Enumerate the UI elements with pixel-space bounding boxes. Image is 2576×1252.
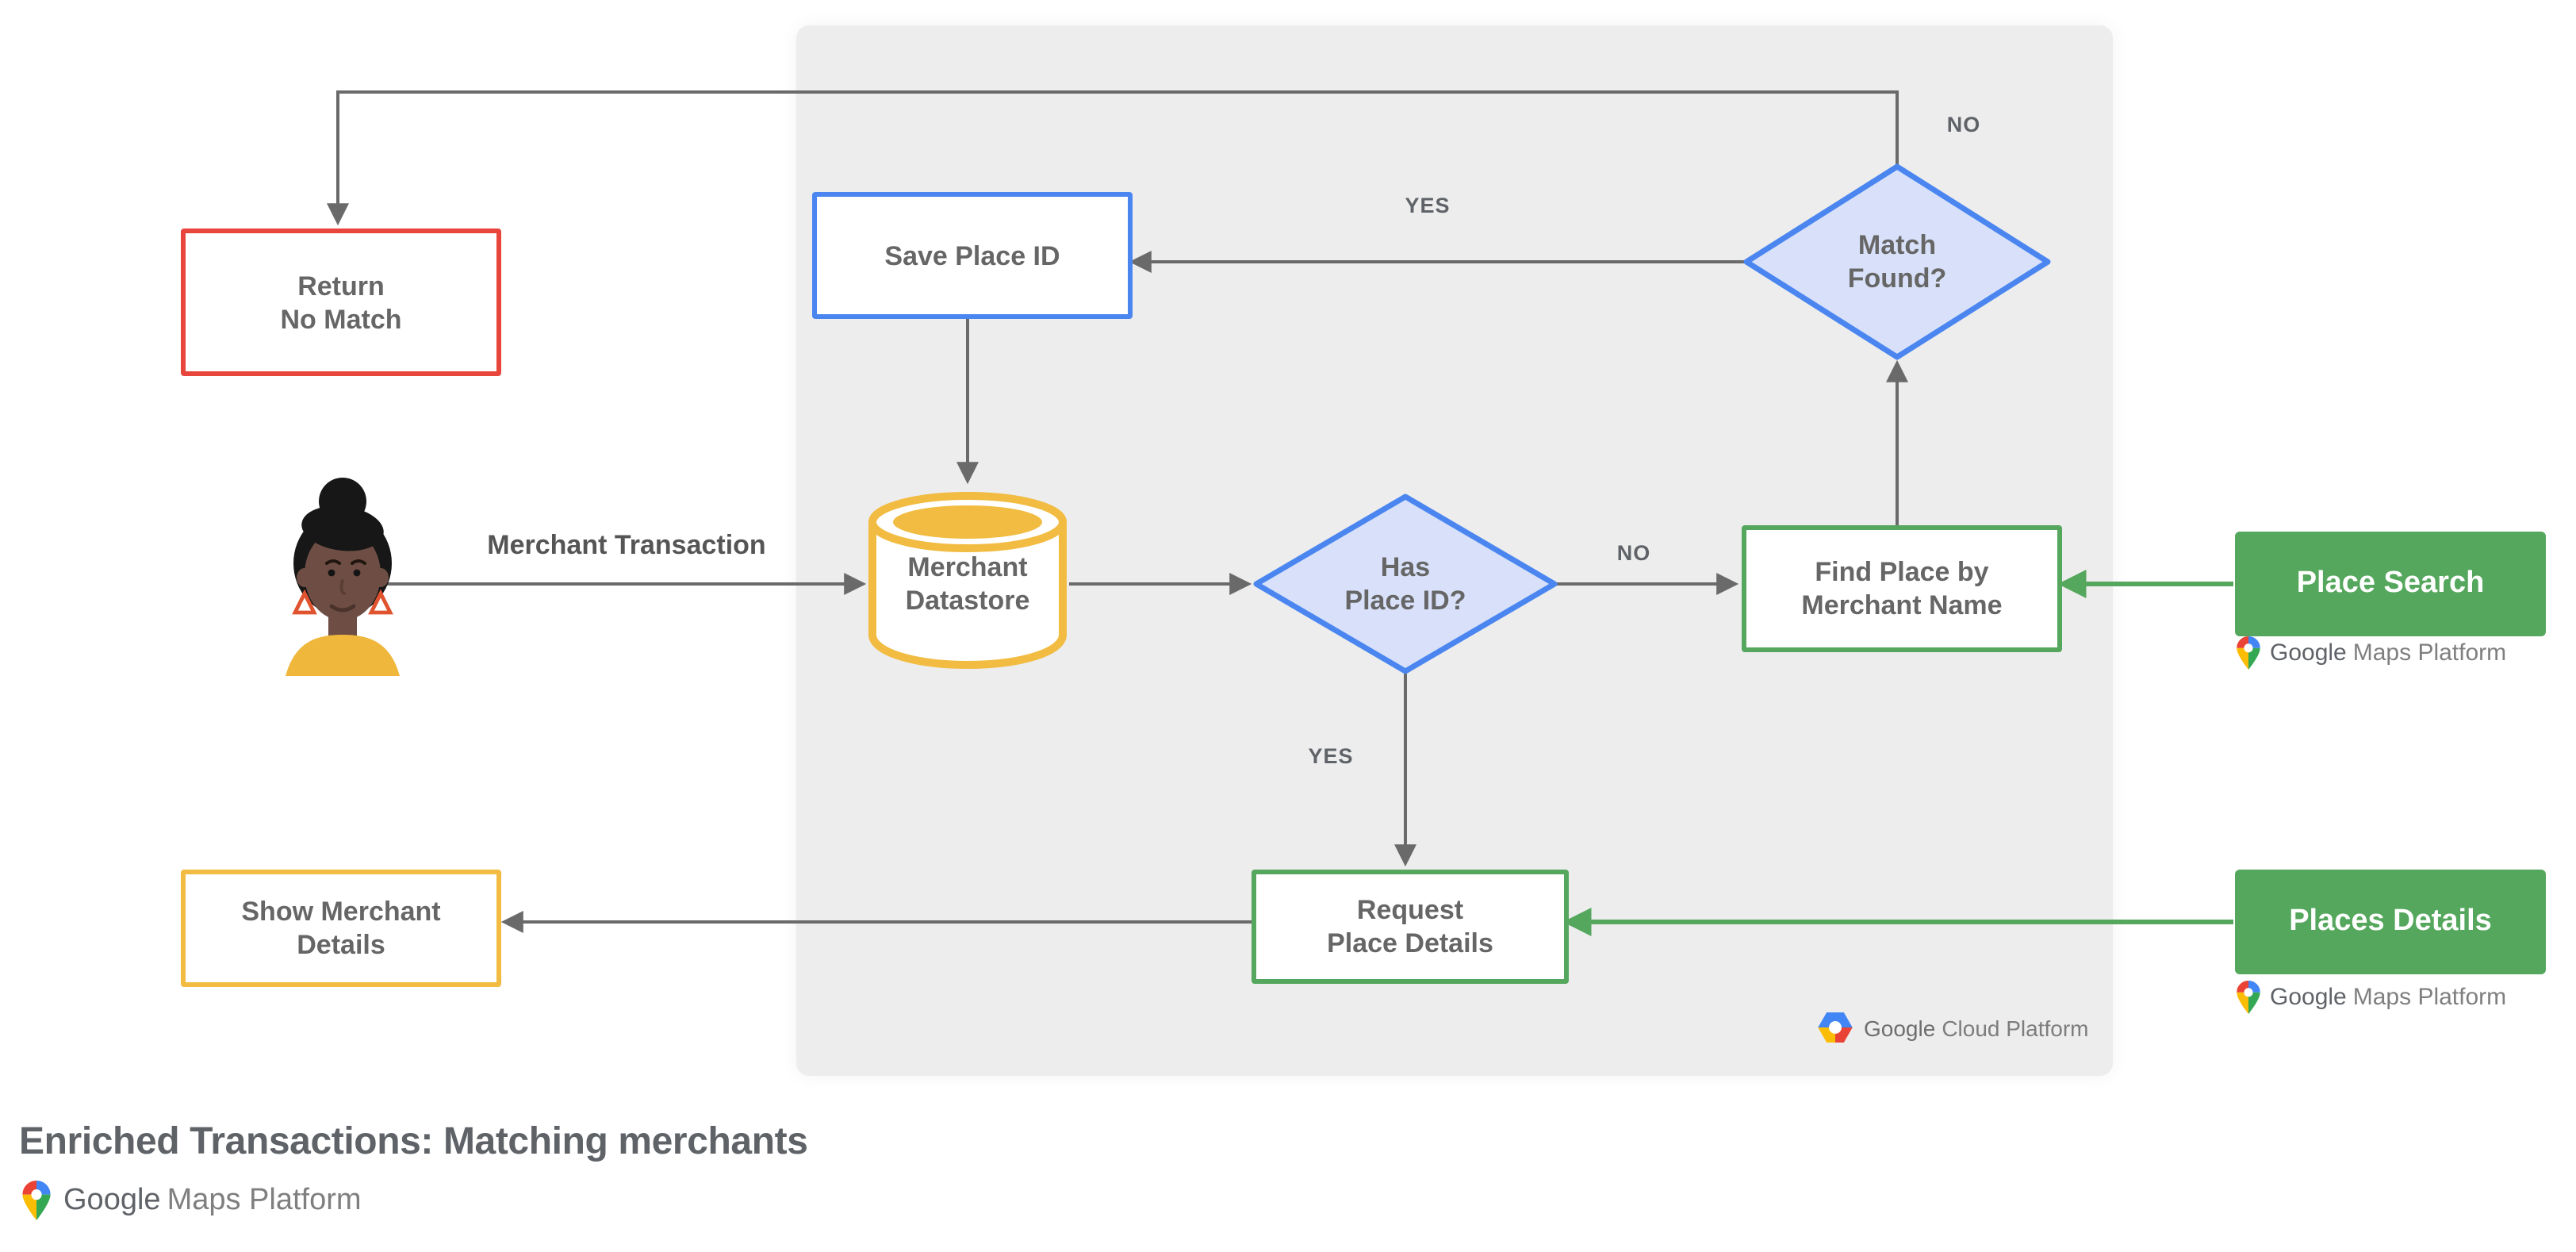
- api-places-details-label: Places Details: [2289, 904, 2492, 938]
- database-icon: [866, 487, 1069, 671]
- gcp-brand-google: Google: [1864, 1015, 1936, 1040]
- gmp-brand-google: Google: [2270, 984, 2347, 1011]
- page-title: Enriched Transactions: Matching merchant…: [19, 1120, 808, 1163]
- decision-match-found-shape: [1743, 163, 2051, 360]
- node-match-found-label: Match Found?: [1847, 230, 1947, 294]
- node-has-place-id-label: Has Place ID?: [1344, 552, 1466, 616]
- node-has-place-id: Has Place ID?: [1278, 503, 1532, 665]
- node-save-place-id-label: Save Place ID: [884, 240, 1060, 271]
- google-cloud-hexagon-icon: [1818, 1012, 1853, 1043]
- edge-label-merchant-transaction: Merchant Transaction: [487, 530, 766, 560]
- node-merchant-datastore-label: Merchant Datastore: [905, 552, 1030, 616]
- gmp-brand-product: Maps Platform: [2352, 984, 2507, 1011]
- google-maps-pin-icon: [2237, 636, 2260, 670]
- api-box-place-search: Place Search: [2235, 532, 2546, 636]
- node-show-merchant-details: Show Merchant Details: [181, 870, 501, 987]
- gcp-brand-product: Cloud Platform: [1942, 1015, 2089, 1040]
- google-maps-pin-icon: [22, 1181, 51, 1220]
- node-request-place-details-label: Request Place Details: [1327, 895, 1493, 958]
- gmp-brand-google: Google: [63, 1183, 161, 1216]
- edge-label-has-place-id-yes: YES: [1308, 744, 1354, 768]
- node-find-place-label: Find Place by Merchant Name: [1801, 557, 2003, 620]
- node-find-place-by-merchant-name: Find Place by Merchant Name: [1742, 525, 2062, 652]
- node-show-merchant-details-label: Show Merchant Details: [241, 897, 441, 960]
- decision-has-place-id-shape: [1253, 494, 1558, 674]
- edge-label-has-place-id-no: NO: [1616, 541, 1651, 565]
- gmp-brand-product: Maps Platform: [167, 1183, 362, 1216]
- node-save-place-id: Save Place ID: [812, 192, 1133, 319]
- node-merchant-datastore: Merchant Datastore: [866, 536, 1069, 632]
- edge-label-match-found-yes: YES: [1405, 194, 1451, 217]
- node-match-found: Match Found?: [1770, 175, 2024, 349]
- node-return-no-match: Return No Match: [181, 229, 501, 376]
- api-box-places-details: Places Details: [2235, 870, 2546, 974]
- node-request-place-details: Request Place Details: [1252, 870, 1569, 984]
- node-return-no-match-label: Return No Match: [280, 271, 402, 334]
- gmp-brand-google: Google: [2270, 639, 2347, 666]
- api-place-search-label: Place Search: [2296, 566, 2485, 600]
- gmp-brand-product: Maps Platform: [2352, 639, 2507, 666]
- google-maps-pin-icon: [2237, 981, 2260, 1014]
- merchant-user-avatar-icon: [273, 476, 412, 676]
- edge-label-match-found-no: NO: [1946, 113, 1981, 136]
